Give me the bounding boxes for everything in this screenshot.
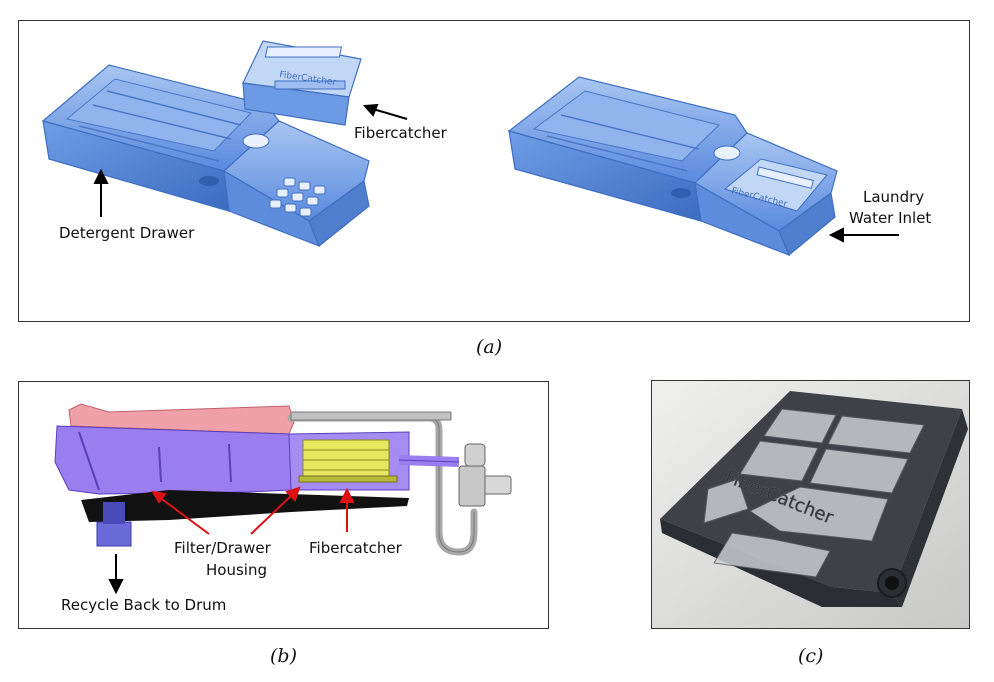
label-laundry: Laundry: [863, 188, 925, 206]
detergent-drawer-illustration: [41, 64, 370, 248]
label-fibercatcher-b: Fibercatcher: [309, 539, 402, 557]
label-water-inlet: Water Inlet: [849, 209, 932, 227]
panel-a-arrows: [93, 103, 899, 243]
panel-c: FiberCatcher: [651, 380, 970, 629]
label-detergent-drawer: Detergent Drawer: [59, 224, 195, 242]
panel-a-illustration: FiberCatcher FiberCatcher: [41, 40, 899, 257]
label-filter-drawer: Filter/Drawer: [174, 539, 271, 557]
panel-a: FiberCatcher FiberCatcher: [18, 20, 970, 322]
caption-a: (a): [476, 336, 503, 358]
caption-c: (c): [798, 645, 824, 667]
fibercatcher-module-illustration: FiberCatcher: [242, 40, 362, 126]
assembled-drawer-illustration: FiberCatcher: [507, 76, 838, 257]
label-recycle: Recycle Back to Drum: [61, 596, 227, 614]
caption-b: (b): [270, 645, 297, 667]
label-housing: Housing: [206, 561, 267, 579]
fibercatcher-photo: FiberCatcher: [652, 381, 969, 628]
panel-b: Filter/Drawer Housing Fibercatcher Recyc…: [18, 381, 549, 629]
panel-b-illustration: [54, 403, 512, 595]
label-fibercatcher-a: Fibercatcher: [354, 124, 447, 142]
